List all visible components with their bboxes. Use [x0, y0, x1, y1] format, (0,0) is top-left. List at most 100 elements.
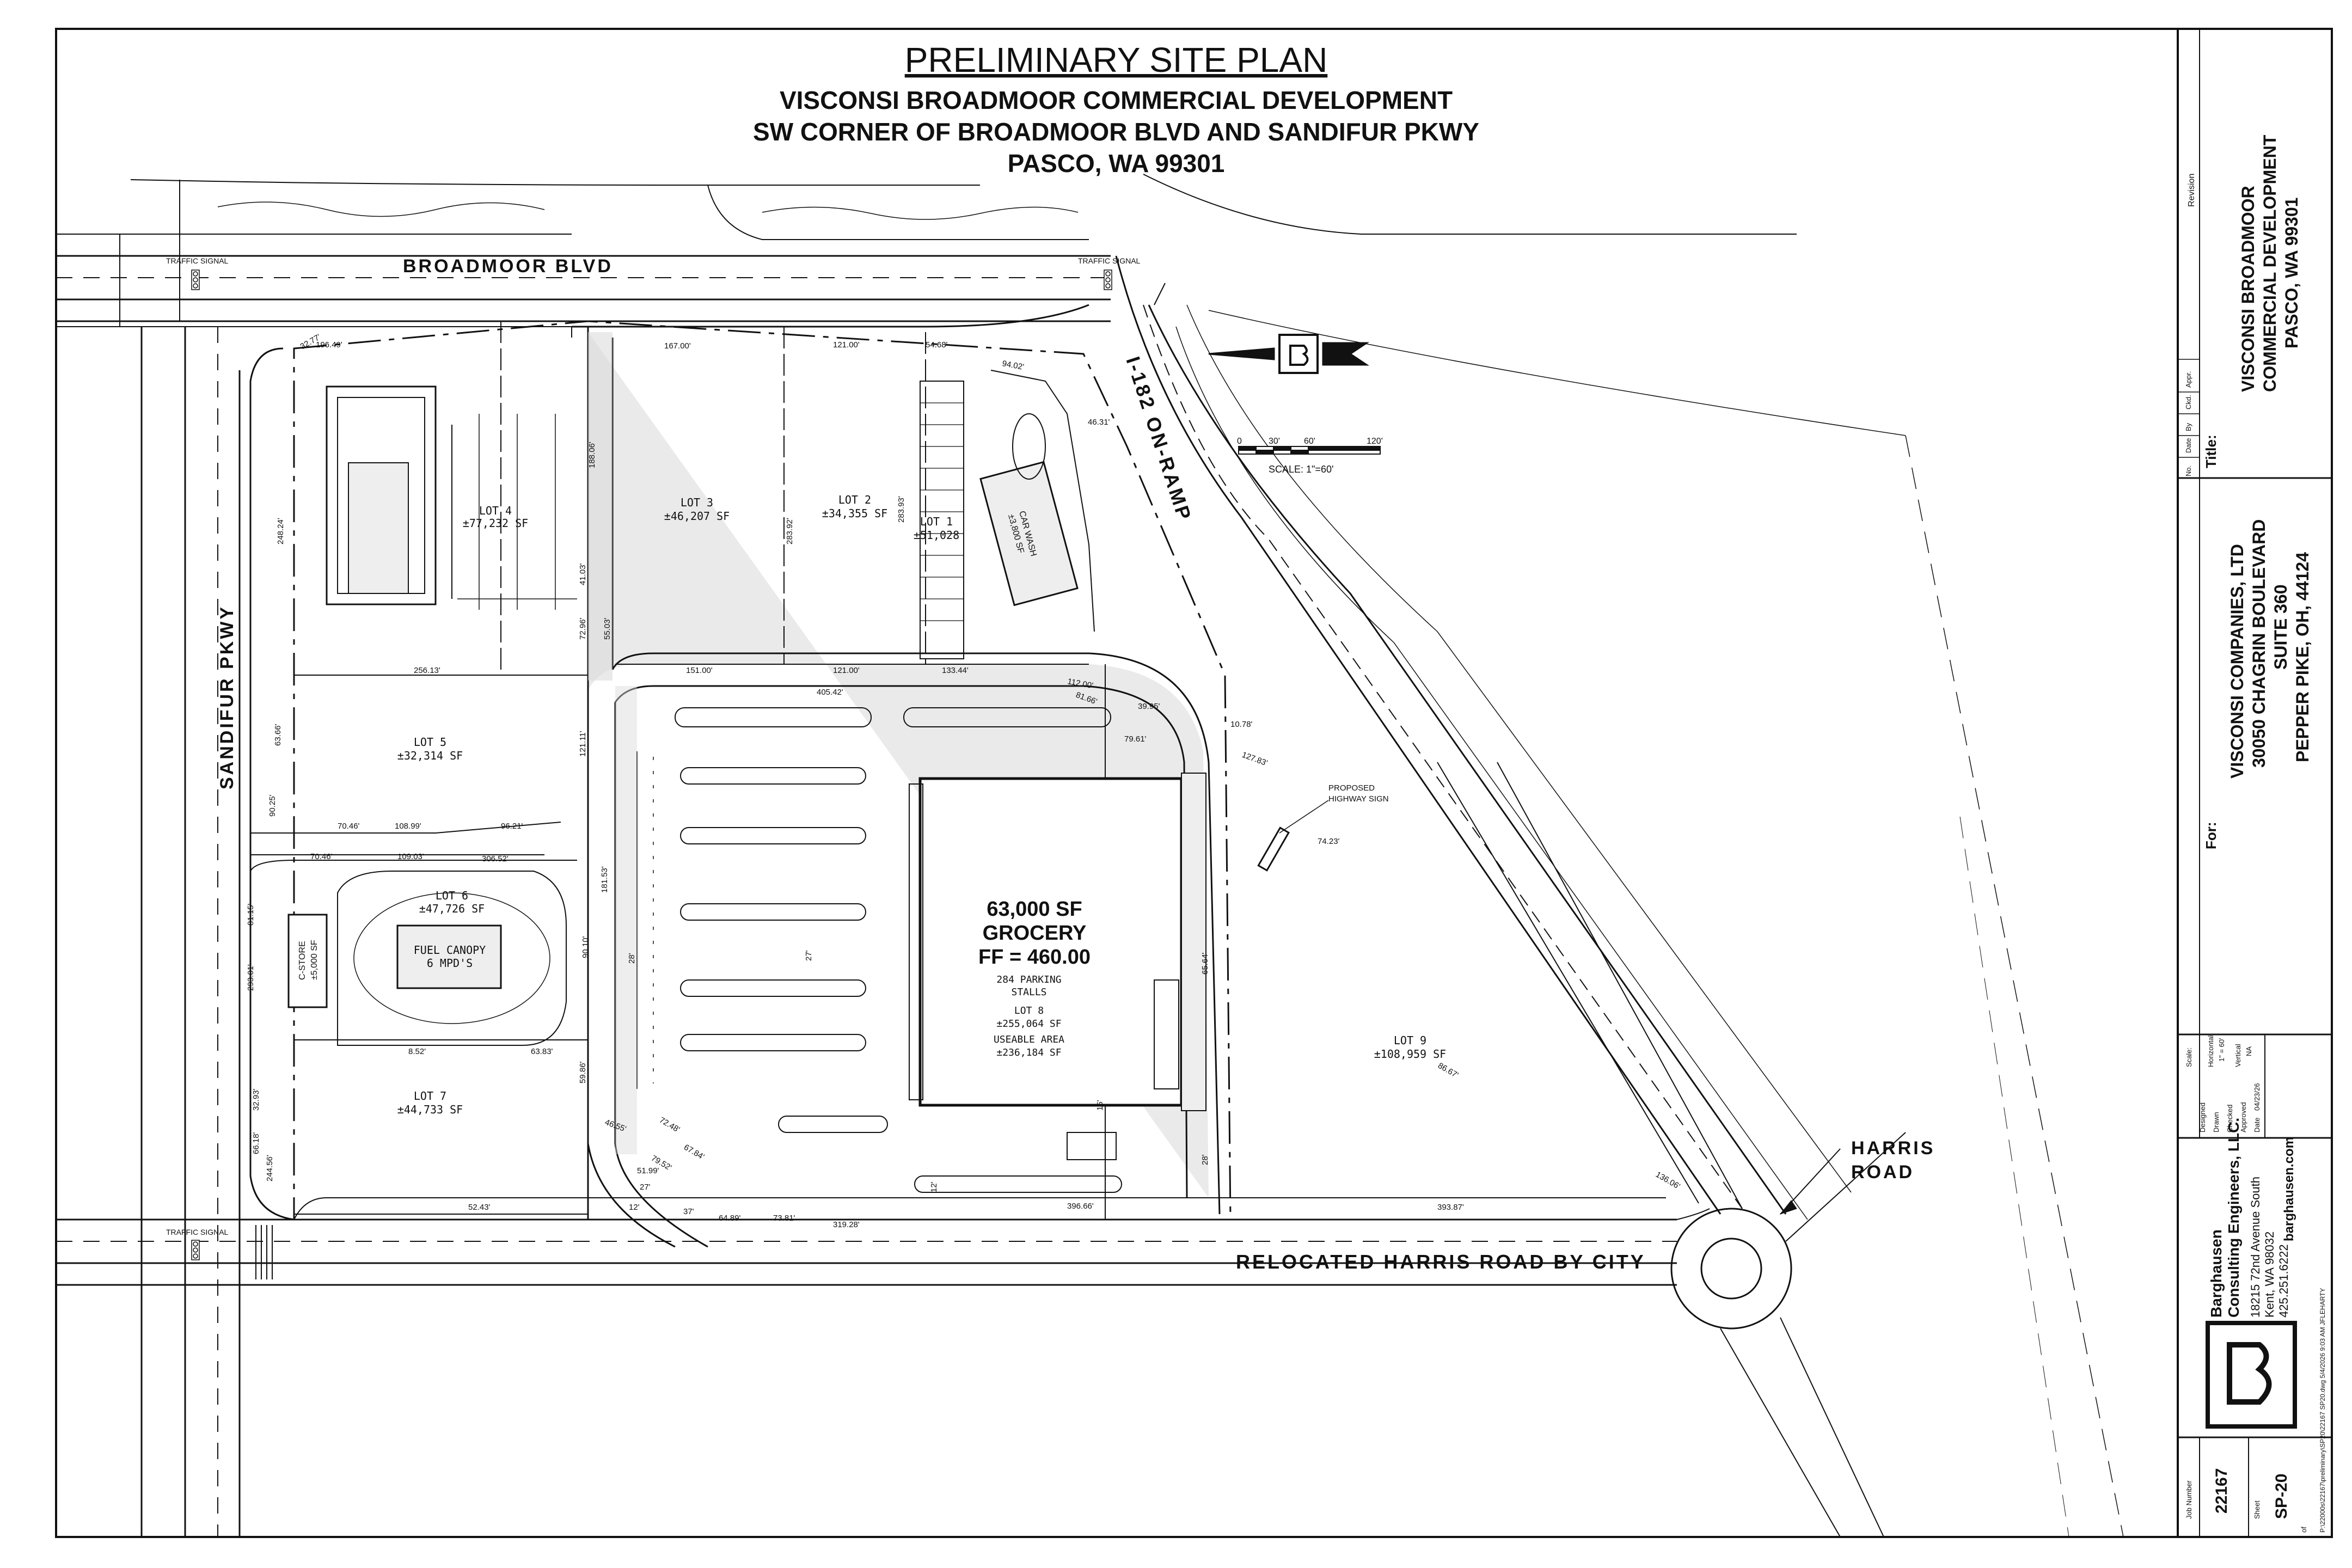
file-path: P:\22000s\22167\preliminary\SP20\22167 S…	[2319, 1288, 2326, 1533]
highway-sign-label-line1: PROPOSED	[1328, 783, 1375, 793]
traffic-signal-label-ne: TRAFFIC SIGNAL	[1078, 256, 1141, 265]
firm-address1: 18215 72nd Avenue South	[2249, 1177, 2262, 1318]
drawing-subtitle-city: PASCO, WA 99301	[1008, 149, 1225, 177]
dimension-label: 244.56'	[265, 1155, 274, 1181]
harris-road-label-line1: HARRIS	[1851, 1138, 1935, 1159]
dimension-label: 12'	[929, 1181, 939, 1192]
site-plan-drawing	[56, 174, 2124, 1538]
lot4-area: ±77,232 SF	[463, 517, 528, 530]
cstore-area: ±5,000 SF	[310, 940, 319, 980]
lot9-name: LOT 9	[1394, 1034, 1426, 1047]
dimension-label: 28'	[1200, 1154, 1210, 1165]
dimension-label: 283.92'	[785, 518, 794, 544]
dimension-label: 73.81'	[773, 1214, 795, 1223]
lot6-name: LOT 6	[436, 889, 468, 902]
lot9-area: ±108,959 SF	[1374, 1048, 1446, 1061]
dimension-label: 67.84'	[682, 1143, 706, 1162]
dimension-label: 59.86'	[578, 1061, 587, 1083]
firm-phone: 425.251.6222	[2277, 1244, 2290, 1318]
client-address: 30050 CHAGRIN BOULEVARD	[2249, 519, 2269, 768]
scale-vertical-label: Vertical	[2234, 1044, 2242, 1067]
property-boundary	[293, 320, 1232, 1221]
project-title-line3: PASCO, WA 99301	[2282, 198, 2301, 348]
dimension-label: 396.66'	[1067, 1202, 1094, 1211]
drawing-title-block: PRELIMINARY SITE PLAN VISCONSI BROADMOOR…	[753, 40, 1479, 177]
dimension-label: 63.66'	[273, 724, 283, 746]
traffic-signal-label-sw: TRAFFIC SIGNAL	[166, 1228, 229, 1236]
firm-name-line1: Barghausen	[2208, 1229, 2225, 1318]
lot2-area: ±34,355 SF	[822, 507, 887, 520]
dimension-label: 72.48'	[658, 1116, 682, 1135]
dimension-label: 12'	[629, 1203, 640, 1212]
dimension-label: 136.06'	[1654, 1170, 1682, 1191]
dimension-label: 64.89'	[719, 1214, 741, 1223]
dimension-label: 46.31'	[1088, 418, 1110, 427]
dimension-label: 121.11'	[578, 731, 587, 757]
dimension-label: 188.06'	[587, 442, 597, 468]
grocery-finish-floor: FF = 460.00	[978, 946, 1091, 969]
graphic-scale-bar	[1238, 446, 1381, 455]
scale-bar-text: 0 30' 60' 120' SCALE: 1"=60'	[1237, 437, 1383, 475]
client-label: For:	[2203, 822, 2219, 849]
lot8-name: LOT 8	[1014, 1005, 1044, 1016]
revision-col-no: No.	[2184, 465, 2192, 476]
lot-labels: LOT 1 ±51,028 LOT 2 ±34,355 SF LOT 3 ±46…	[397, 493, 1446, 1116]
approved-label: Approved	[2239, 1102, 2247, 1132]
dimension-label: 72.96'	[578, 617, 587, 640]
drawing-subtitle-project: VISCONSI BROADMOOR COMMERCIAL DEVELOPMEN…	[780, 86, 1453, 114]
title-block-text: Revision No. Date By Ckd. Appr. Title: V…	[2184, 134, 2326, 1533]
lot7-area: ±44,733 SF	[397, 1103, 463, 1116]
checked-label: Checked	[2226, 1105, 2234, 1132]
dimension-label: 54.68'	[926, 340, 948, 350]
traffic-signal-symbols	[191, 270, 1112, 1260]
broadmoor-blvd-road	[56, 174, 1797, 338]
firm-name-line2: Consulting Engineers, LLC.	[2225, 1118, 2242, 1318]
dimension-label: 27'	[640, 1183, 651, 1192]
dimension-label: 196.49'	[316, 340, 342, 350]
lot6-area: ±47,726 SF	[419, 902, 485, 915]
revision-col-date: Date	[2184, 438, 2192, 453]
drawing-subtitle-location: SW CORNER OF BROADMOOR BLVD AND SANDIFUR…	[753, 118, 1479, 146]
lot8-useable-label: USEABLE AREA	[994, 1034, 1064, 1045]
scale-tick-30: 30'	[1269, 437, 1280, 446]
dimension-label: 94.02'	[1001, 359, 1025, 372]
sandifur-pkwy-road	[119, 180, 295, 1537]
harris-roundabout	[1437, 762, 1906, 1538]
designed-label: Designed	[2198, 1102, 2207, 1132]
sheet-border	[55, 28, 2333, 1538]
revision-col-by: By	[2184, 422, 2192, 431]
dimension-label: 133.44'	[942, 666, 969, 675]
dimension-label: 27'	[804, 950, 813, 961]
dimension-label: 393.87'	[1437, 1203, 1464, 1212]
dimension-label: 79.61'	[1124, 734, 1147, 744]
lot8-area: ±255,064 SF	[996, 1018, 1061, 1030]
dimension-label: 81.15'	[246, 903, 255, 926]
building-labels: CAR WASH ±3,800 SF FUEL CANOPY 6 MPD'S C…	[298, 510, 1038, 980]
dimension-label: 41.03'	[578, 563, 587, 585]
lot5-name: LOT 5	[414, 736, 446, 749]
job-number-label: Job Number	[2185, 1480, 2193, 1519]
dimension-label: 108.99'	[395, 822, 421, 831]
dimension-label: 51.99'	[637, 1166, 659, 1175]
scale-tick-0: 0	[1237, 437, 1242, 446]
dimension-label: 306.52'	[482, 854, 509, 863]
dimension-label: 121.00'	[833, 666, 860, 675]
lot1-name: LOT 1	[920, 515, 953, 528]
dimension-label: 405.42'	[817, 688, 843, 697]
dimension-label: 109.03'	[397, 852, 424, 861]
project-title-label: Title:	[2203, 434, 2219, 468]
dimension-label: 70.46'	[310, 852, 333, 861]
client-suite: SUITE 360	[2271, 584, 2290, 670]
lot4-retail	[326, 385, 577, 610]
dimension-label: 181.53'	[600, 866, 609, 893]
project-title-line1: VISCONSI BROADMOOR	[2238, 186, 2258, 392]
grocery-building	[909, 773, 1206, 1111]
date-label: Date	[2253, 1118, 2261, 1132]
revision-heading: Revision	[2187, 174, 2196, 207]
scale-horizontal-value: 1" = 60'	[2218, 1038, 2226, 1062]
revision-col-appr: Appr.	[2184, 371, 2192, 388]
lot-lines-west	[250, 321, 1106, 1220]
grocery-use: GROCERY	[983, 922, 1087, 945]
title-block	[2178, 29, 2332, 1537]
